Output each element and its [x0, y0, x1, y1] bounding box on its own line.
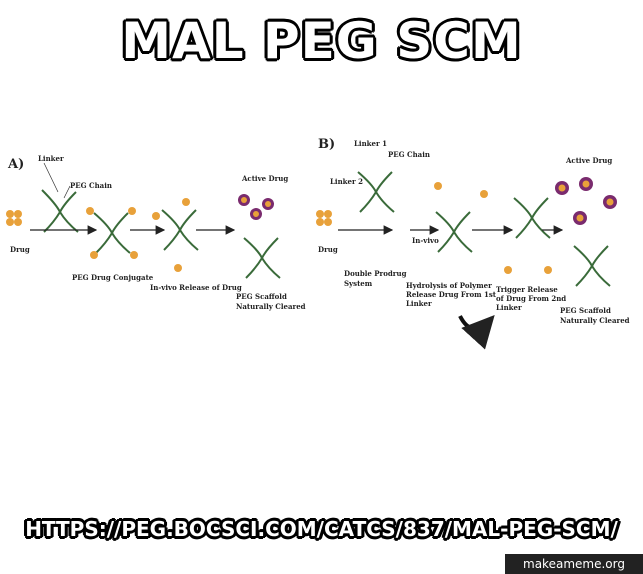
drug-cluster-a [6, 210, 22, 226]
panel-b: B) Linker 1 PEG Chain Linker 2 Drug Doub… [316, 137, 630, 350]
drug-sphere [152, 212, 160, 220]
label-trigger-2: of Drug From 2nd [496, 294, 566, 303]
drug-sphere [434, 182, 442, 190]
label-scaffold-a-2: Naturally Cleared [236, 302, 306, 311]
drug-sphere [90, 251, 98, 259]
peg-drug-conjugate [86, 207, 138, 259]
drug-sphere [14, 218, 22, 226]
label-prodrug-2: System [344, 279, 373, 288]
panel-b-letter: B) [318, 137, 335, 152]
label-trigger-3: Linker [496, 303, 522, 312]
active-drug-star [262, 198, 274, 210]
label-conjugate: PEG Drug Conjugate [72, 273, 154, 282]
cycle-arrow [458, 315, 495, 350]
top-caption: MAL PEG SCM [121, 12, 522, 70]
drug-sphere [86, 207, 94, 215]
bottom-caption: HTTPS://PEG.BOCSCI.COM/CATCS/837/MAL-PEG… [25, 517, 618, 541]
label-hydrolysis-1: Hydrolysis of Polymer [406, 281, 492, 290]
active-drug-star [579, 177, 593, 191]
drug-sphere [14, 210, 22, 218]
label-active-drug-a: Active Drug [241, 174, 288, 183]
drug-sphere [504, 266, 512, 274]
active-drug-cluster-b [555, 177, 617, 225]
label-invivo: In-vivo [412, 236, 439, 245]
label-linker2: Linker 2 [330, 177, 363, 186]
active-drug-cluster-a [238, 194, 274, 220]
drug-sphere [182, 198, 190, 206]
label-linker1: Linker 1 [354, 139, 387, 148]
drug-sphere [324, 218, 332, 226]
label-active-drug-b: Active Drug [565, 156, 612, 165]
label-hydrolysis-3: Linker [406, 299, 432, 308]
hydrolysis-molecule [434, 182, 488, 253]
label-prodrug-1: Double Prodrug [344, 269, 407, 278]
label-drug-b: Drug [318, 245, 338, 254]
leader-linker [43, 162, 59, 193]
label-peg-chain: PEG Chain [70, 181, 112, 190]
active-drug-star [250, 208, 262, 220]
leader-peg [63, 185, 71, 199]
drug-sphere [174, 264, 182, 272]
makeameme-watermark[interactable]: makeameme.org [505, 554, 643, 574]
peg-molecule-b [357, 171, 395, 213]
drug-sphere [130, 251, 138, 259]
label-scaffold-b-1: PEG Scaffold [560, 306, 611, 315]
drug-sphere [6, 210, 14, 218]
label-trigger-1: Trigger Release [496, 285, 558, 294]
label-scaffold-a-1: PEG Scaffold [236, 292, 287, 301]
drug-sphere [480, 190, 488, 198]
label-drug-a: Drug [10, 245, 30, 254]
drug-sphere [6, 218, 14, 226]
label-hydrolysis-2: Release Drug From 1st [406, 290, 497, 299]
peg-scaffold-a [243, 237, 281, 279]
drug-sphere [316, 210, 324, 218]
label-release: In-vivo Release of Drug [150, 283, 242, 292]
label-scaffold-b-2: Naturally Cleared [560, 316, 630, 325]
drug-cluster-b [316, 210, 332, 226]
drug-sphere [544, 266, 552, 274]
trigger-molecule [504, 197, 552, 274]
active-drug-star [238, 194, 250, 206]
drug-sphere [316, 218, 324, 226]
active-drug-star [603, 195, 617, 209]
active-drug-star [555, 181, 569, 195]
drug-sphere [324, 210, 332, 218]
label-linker: Linker [38, 154, 64, 163]
label-peg-chain-b: PEG Chain [388, 150, 430, 159]
drug-sphere [128, 207, 136, 215]
panel-a-letter: A) [7, 157, 24, 172]
active-drug-star [573, 211, 587, 225]
panel-a: A) Linker PEG Chain Drug PEG Drug Conjug… [6, 154, 306, 311]
peg-scaffold-b [573, 245, 611, 287]
peg-molecule [41, 189, 79, 233]
drug-release-molecule [152, 198, 199, 272]
